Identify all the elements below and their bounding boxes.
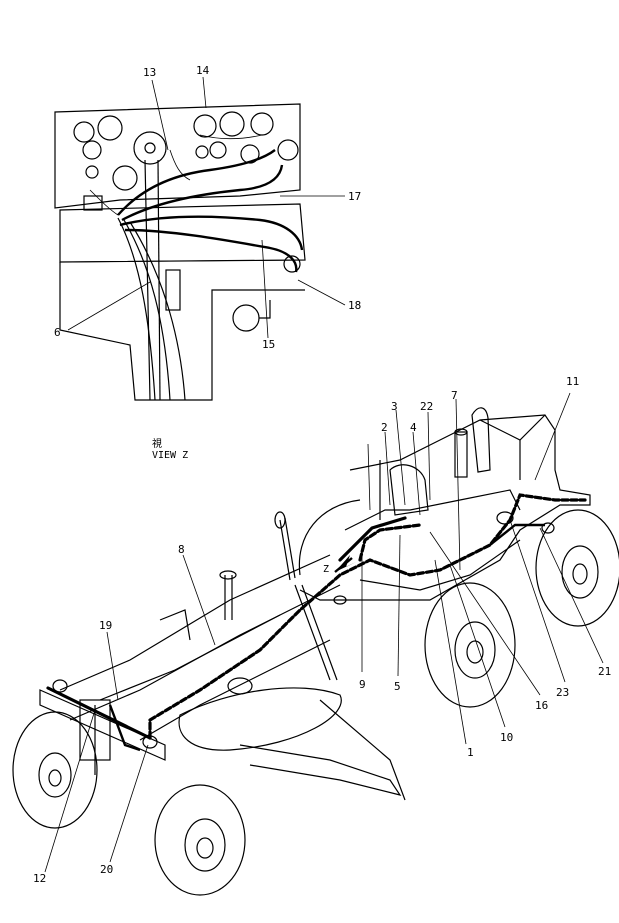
arrow-letter: Z [323,564,329,575]
gauge-cluster [73,111,299,191]
callout-2: 2 [381,421,388,434]
callout-11: 11 [566,375,579,388]
callout-19: 19 [99,619,112,632]
front-wheel-left [12,711,98,829]
callout-22: 22 [420,400,433,413]
callout-14: 14 [196,64,210,77]
inset-round-part [232,304,260,332]
callout-6: 6 [54,326,61,339]
callout-12: 12 [33,872,46,885]
inset-harness-wires [89,134,304,401]
inset-connector [83,195,103,211]
callout-13: 13 [143,66,156,79]
motor-grader [12,407,619,896]
inset-fuse-block [165,269,181,311]
callout-labels: 1 2 3 4 5 6 7 8 9 10 11 12 13 14 15 16 1… [33,64,611,885]
callout-4: 4 [410,421,417,434]
rear-wheel-front [424,582,516,708]
callout-16: 16 [535,699,548,712]
view-z-kanji: 視 [152,437,162,450]
callout-17: 17 [348,190,361,203]
callout-20: 20 [100,863,113,876]
view-z-arrow [334,555,356,573]
front-wheel-right [154,784,246,896]
main-harness-route [46,493,587,752]
callout-21: 21 [598,665,611,678]
inset-switch [283,255,301,273]
callout-1: 1 [467,746,474,759]
callout-8: 8 [178,543,185,556]
callout-7: 7 [451,389,458,402]
leader-lines [44,76,604,873]
callout-9: 9 [359,678,366,691]
callout-5: 5 [394,680,401,693]
callout-15: 15 [262,338,275,351]
callout-18: 18 [348,299,361,312]
view-z-title: VIEW Z [152,450,188,461]
callout-3: 3 [391,400,398,413]
rear-wheel-rear [535,509,619,627]
callout-10: 10 [500,731,513,744]
view-z-inset [54,103,306,401]
callout-23: 23 [556,686,569,699]
